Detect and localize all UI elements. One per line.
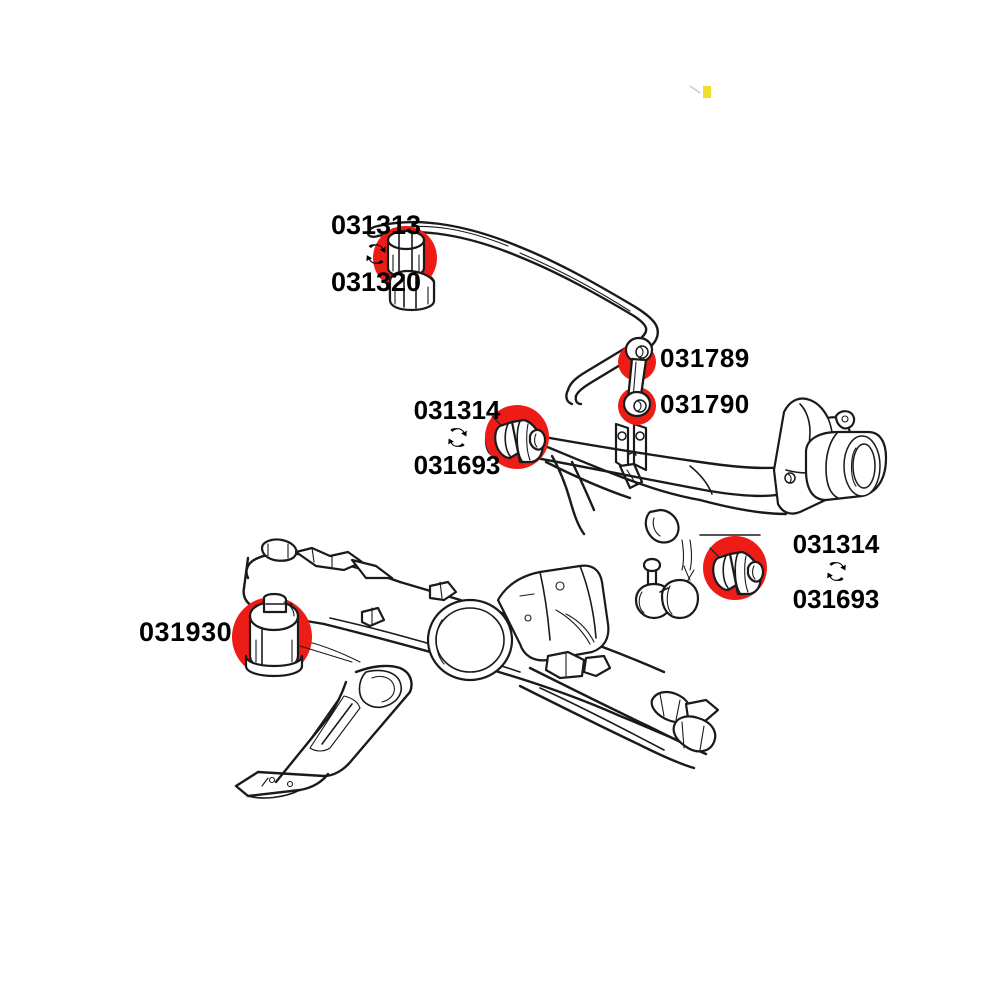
callout-031930: 031930 (139, 617, 233, 647)
part-number-031693-left: 031693 (413, 450, 501, 480)
ball-joint-pair (634, 557, 700, 620)
highlighted-part-anti-roll-bar-bushing (386, 229, 436, 312)
part-number-031313: 031313 (330, 210, 422, 240)
highlighted-part-bushing-left (491, 415, 547, 464)
wheel-hub-carrier (772, 397, 888, 515)
callout-031314-031693-left: 031314 031693 (387, 397, 527, 478)
callout-031789: 031789 (660, 343, 750, 373)
part-number-031314-right: 031314 (792, 529, 880, 559)
callout-031313-031320: 031313 031320 (286, 212, 466, 296)
leader-lines (299, 534, 761, 663)
rear-subframe (234, 538, 720, 799)
highlighted-part-subframe-bushing (244, 592, 304, 678)
highlighted-part-drop-link (622, 336, 654, 418)
grey-tick-artifact (689, 85, 701, 94)
swap-arrows-icon (447, 428, 467, 447)
part-number-031314-left: 031314 (413, 395, 501, 425)
swap-arrows-icon (826, 562, 846, 581)
callout-031790: 031790 (660, 389, 750, 419)
swap-arrows-icon (366, 244, 386, 264)
detail-hairlines (681, 539, 693, 571)
callout-031314-031693-right: 031314 031693 (766, 531, 906, 612)
part-number-031693-right: 031693 (792, 584, 880, 614)
highlighted-part-bushing-right (709, 547, 765, 596)
part-number-031320: 031320 (330, 267, 422, 297)
yellow-speck-artifact (703, 86, 711, 98)
